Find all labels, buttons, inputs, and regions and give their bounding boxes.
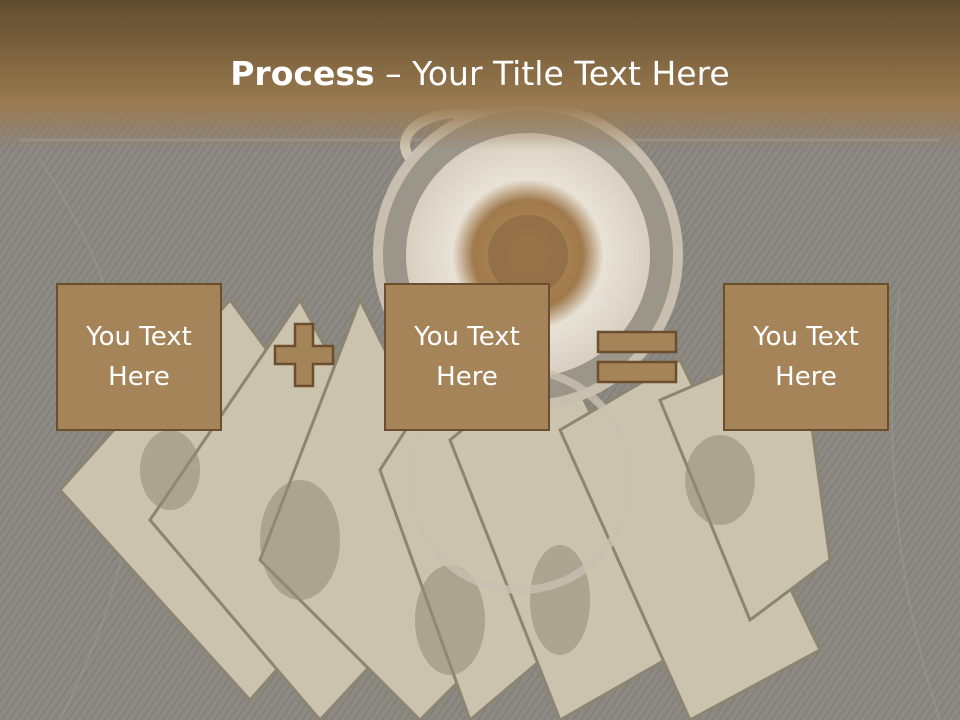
title-bold: Process [230, 54, 375, 93]
slide-title: Process – Your Title Text Here [0, 52, 960, 96]
plus-icon [273, 322, 335, 388]
title-bar [0, 0, 960, 150]
title-rest: – Your Title Text Here [374, 54, 730, 93]
process-box-3[interactable]: You Text Here [723, 283, 889, 431]
process-box-1[interactable]: You Text Here [56, 283, 222, 431]
equals-icon [596, 330, 678, 384]
process-box-2[interactable]: You Text Here [384, 283, 550, 431]
